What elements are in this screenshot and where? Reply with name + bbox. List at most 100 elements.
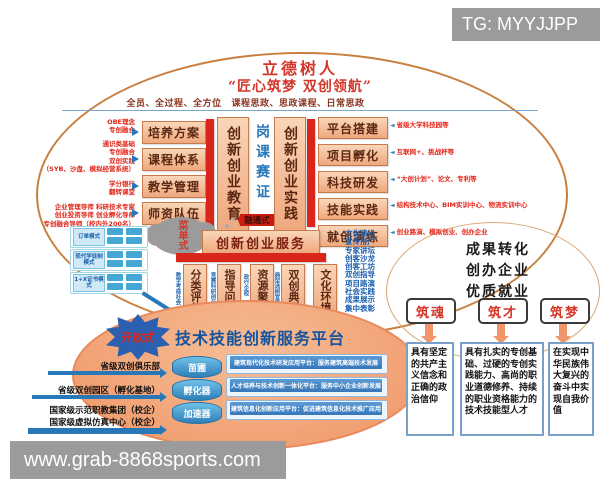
- pill-talent: 筑才: [478, 298, 528, 324]
- platform-row-2: 人才培养与技术创新一体化平台：服务中小企业创新发展: [230, 379, 382, 392]
- pillar-education: 创新创业教育: [217, 117, 249, 231]
- service-tag-3: 典型选树宣传: [273, 272, 280, 305]
- box-teaching: 教学管理: [142, 175, 206, 198]
- box-skill-practice: 技能实践: [318, 198, 388, 220]
- cloud-bump: [146, 224, 168, 246]
- mode-chip: [107, 228, 123, 235]
- mode-chip: [126, 260, 142, 267]
- red-connector-bar-right: [307, 119, 315, 227]
- note-rnd: ◄“大创计划”、论文、专利等: [390, 175, 477, 183]
- watermark-bottom: www.grab-8868sports.com: [10, 441, 286, 479]
- mode-chip: [107, 251, 123, 258]
- arrow-right-icon: [132, 128, 139, 136]
- cylinder-nursery: 苗圃: [172, 356, 222, 378]
- platform-row-1: 建筑现代化技术研发应用平台：服务建筑高端技术发展: [230, 356, 382, 369]
- service-tag-2: 政行企校: [242, 274, 249, 296]
- box-platform-build: 平台搭建: [318, 117, 388, 139]
- note-drill: ◄创业路演、模拟创业、创办企业: [390, 228, 488, 236]
- mode-chip: [126, 274, 142, 281]
- service-red-bar: [176, 253, 326, 262]
- mode-chip: [126, 228, 142, 235]
- note-teaching: 学分银行 翻转课堂: [109, 180, 135, 197]
- box-rnd: 科技研发: [318, 171, 388, 193]
- slogan-right: 课程思政、思政课程、日常思政: [231, 99, 365, 109]
- outcome-box-dream: 在实现中华民族伟大复兴的奋斗中实现自我价值: [548, 342, 594, 436]
- pillar-practice: 创新创业实践: [274, 117, 306, 231]
- mode-chip: [126, 283, 142, 290]
- mode-chip: [107, 237, 123, 244]
- culture-item: 社会实践: [345, 287, 375, 297]
- culture-item: 双创指导: [345, 270, 375, 280]
- orange-down-arrow-icon: [493, 324, 509, 344]
- thought-dot: [232, 218, 235, 221]
- note-curriculum: 通识类基础 专创融合 双创实践 （SYB、沙盘、模拟经营系统）: [42, 140, 135, 174]
- note-faculty: 企业管理导师 科研技术专家 创业投资导师 创业孵化导师 专创融合导师（校内外20…: [43, 203, 135, 228]
- arrow-left-icon: ◄: [390, 122, 395, 129]
- outcome-text: 成果转化 创办企业 优质就业: [466, 242, 530, 300]
- pillar-center-chars: 岗课赛证: [254, 124, 270, 204]
- divider-line: [62, 110, 538, 111]
- box-incubation: 项目孵化: [318, 144, 388, 166]
- pill-dream: 筑梦: [540, 298, 590, 324]
- mode-chip: [126, 237, 142, 244]
- culture-item: 文化建设: [345, 229, 375, 238]
- culture-item: 宣传推广: [345, 237, 375, 247]
- culture-item: 创客沙龙: [345, 253, 375, 263]
- culture-item: 专家讲坛: [345, 245, 375, 255]
- mode-chip: [107, 260, 123, 267]
- mode-chip: [107, 274, 123, 281]
- label-center: 国家级虚拟仿真中心（校企）: [49, 418, 160, 428]
- mode-1x-label: 1+X证书模式: [73, 274, 105, 292]
- arrow-right-icon: [132, 182, 139, 190]
- culture-item: 集中表彰: [345, 303, 375, 313]
- service-tag-1: 竞赛科研创业: [209, 272, 216, 305]
- culture-item: 项目路演: [345, 278, 375, 288]
- star-label: 开放式: [121, 331, 155, 344]
- page-subtitle: “匠心筑梦 双创领航”: [228, 79, 372, 95]
- platform-title: 技术技能创新服务平台: [174, 329, 345, 348]
- arrow-left-icon: ◄: [390, 149, 395, 156]
- red-connector-bar-left: [206, 119, 214, 227]
- orange-down-arrow-icon: [555, 324, 571, 344]
- mode-order-label: 订单模式: [73, 228, 105, 246]
- note-skill-practice: ◄结构技术中心、BIM实训中心、物流实训中心: [390, 201, 528, 209]
- outcome-box-talent: 具有扎实的专创基础、过硬的专创实践能力、高尚的职业道德修养、持续的职业资格能力的…: [460, 342, 544, 436]
- arrow-left-icon: ◄: [390, 229, 395, 236]
- note-incubation: ◄互联网+、挑战杯等: [390, 148, 455, 156]
- service-tag-0: 教学考核社会: [174, 272, 181, 305]
- box-training-plan: 培养方案: [142, 121, 206, 144]
- label-group: 国家级示范职教集团（校企）: [49, 406, 160, 416]
- mode-chip: [107, 283, 123, 290]
- culture-item: 成果展示: [345, 295, 375, 305]
- label-club: 省级双创俱乐部: [100, 362, 160, 372]
- watermark-top: TG: MYYJJPP: [452, 8, 600, 41]
- ribbon-rongtong: 融通式: [238, 214, 276, 226]
- mode-apprentice-label: 现代学徒制模式: [73, 251, 105, 269]
- mode-chip: [126, 251, 142, 258]
- outcome-box-soul: 具有坚定的共产主义信念和正确的政治信仰: [406, 342, 454, 436]
- arrow-left-icon: ◄: [390, 176, 395, 183]
- cloud-label: 菜单式: [176, 220, 187, 250]
- blue-arrow-icon: [48, 368, 167, 378]
- service-header: 创新创业服务: [202, 230, 320, 254]
- blue-arrow-icon: [32, 392, 167, 402]
- cylinder-accelerator: 加速器: [172, 402, 222, 424]
- arrow-right-icon: [132, 155, 139, 163]
- box-curriculum: 课程体系: [142, 148, 206, 171]
- pill-soul: 筑魂: [406, 298, 456, 324]
- culture-item: 创客工坊: [345, 262, 375, 272]
- cylinder-incubator: 孵化器: [172, 379, 222, 401]
- slogan-left: 全员、全过程、全方位: [126, 99, 222, 109]
- platform-row-3: 建筑信息化创新应用平台：促进建筑信息化技术推广应用: [230, 402, 382, 415]
- thought-dot: [225, 224, 229, 228]
- box-drill: 就创演练: [318, 225, 388, 247]
- orange-down-arrow-icon: [421, 324, 437, 344]
- culture-list: 文化建设 宣传推广 专家讲坛 创客沙龙 创客工坊 双创指导 项目路演 社会实践 …: [338, 229, 382, 313]
- arrow-left-icon: ◄: [390, 202, 395, 209]
- page-title: 立德树人: [261, 59, 338, 78]
- arrow-right-icon: [132, 209, 139, 217]
- label-park: 省级双创园区（孵化基地）: [57, 386, 160, 396]
- blue-arrow-icon: [28, 425, 167, 435]
- note-training-plan: OBE理念 专创融合: [107, 118, 135, 135]
